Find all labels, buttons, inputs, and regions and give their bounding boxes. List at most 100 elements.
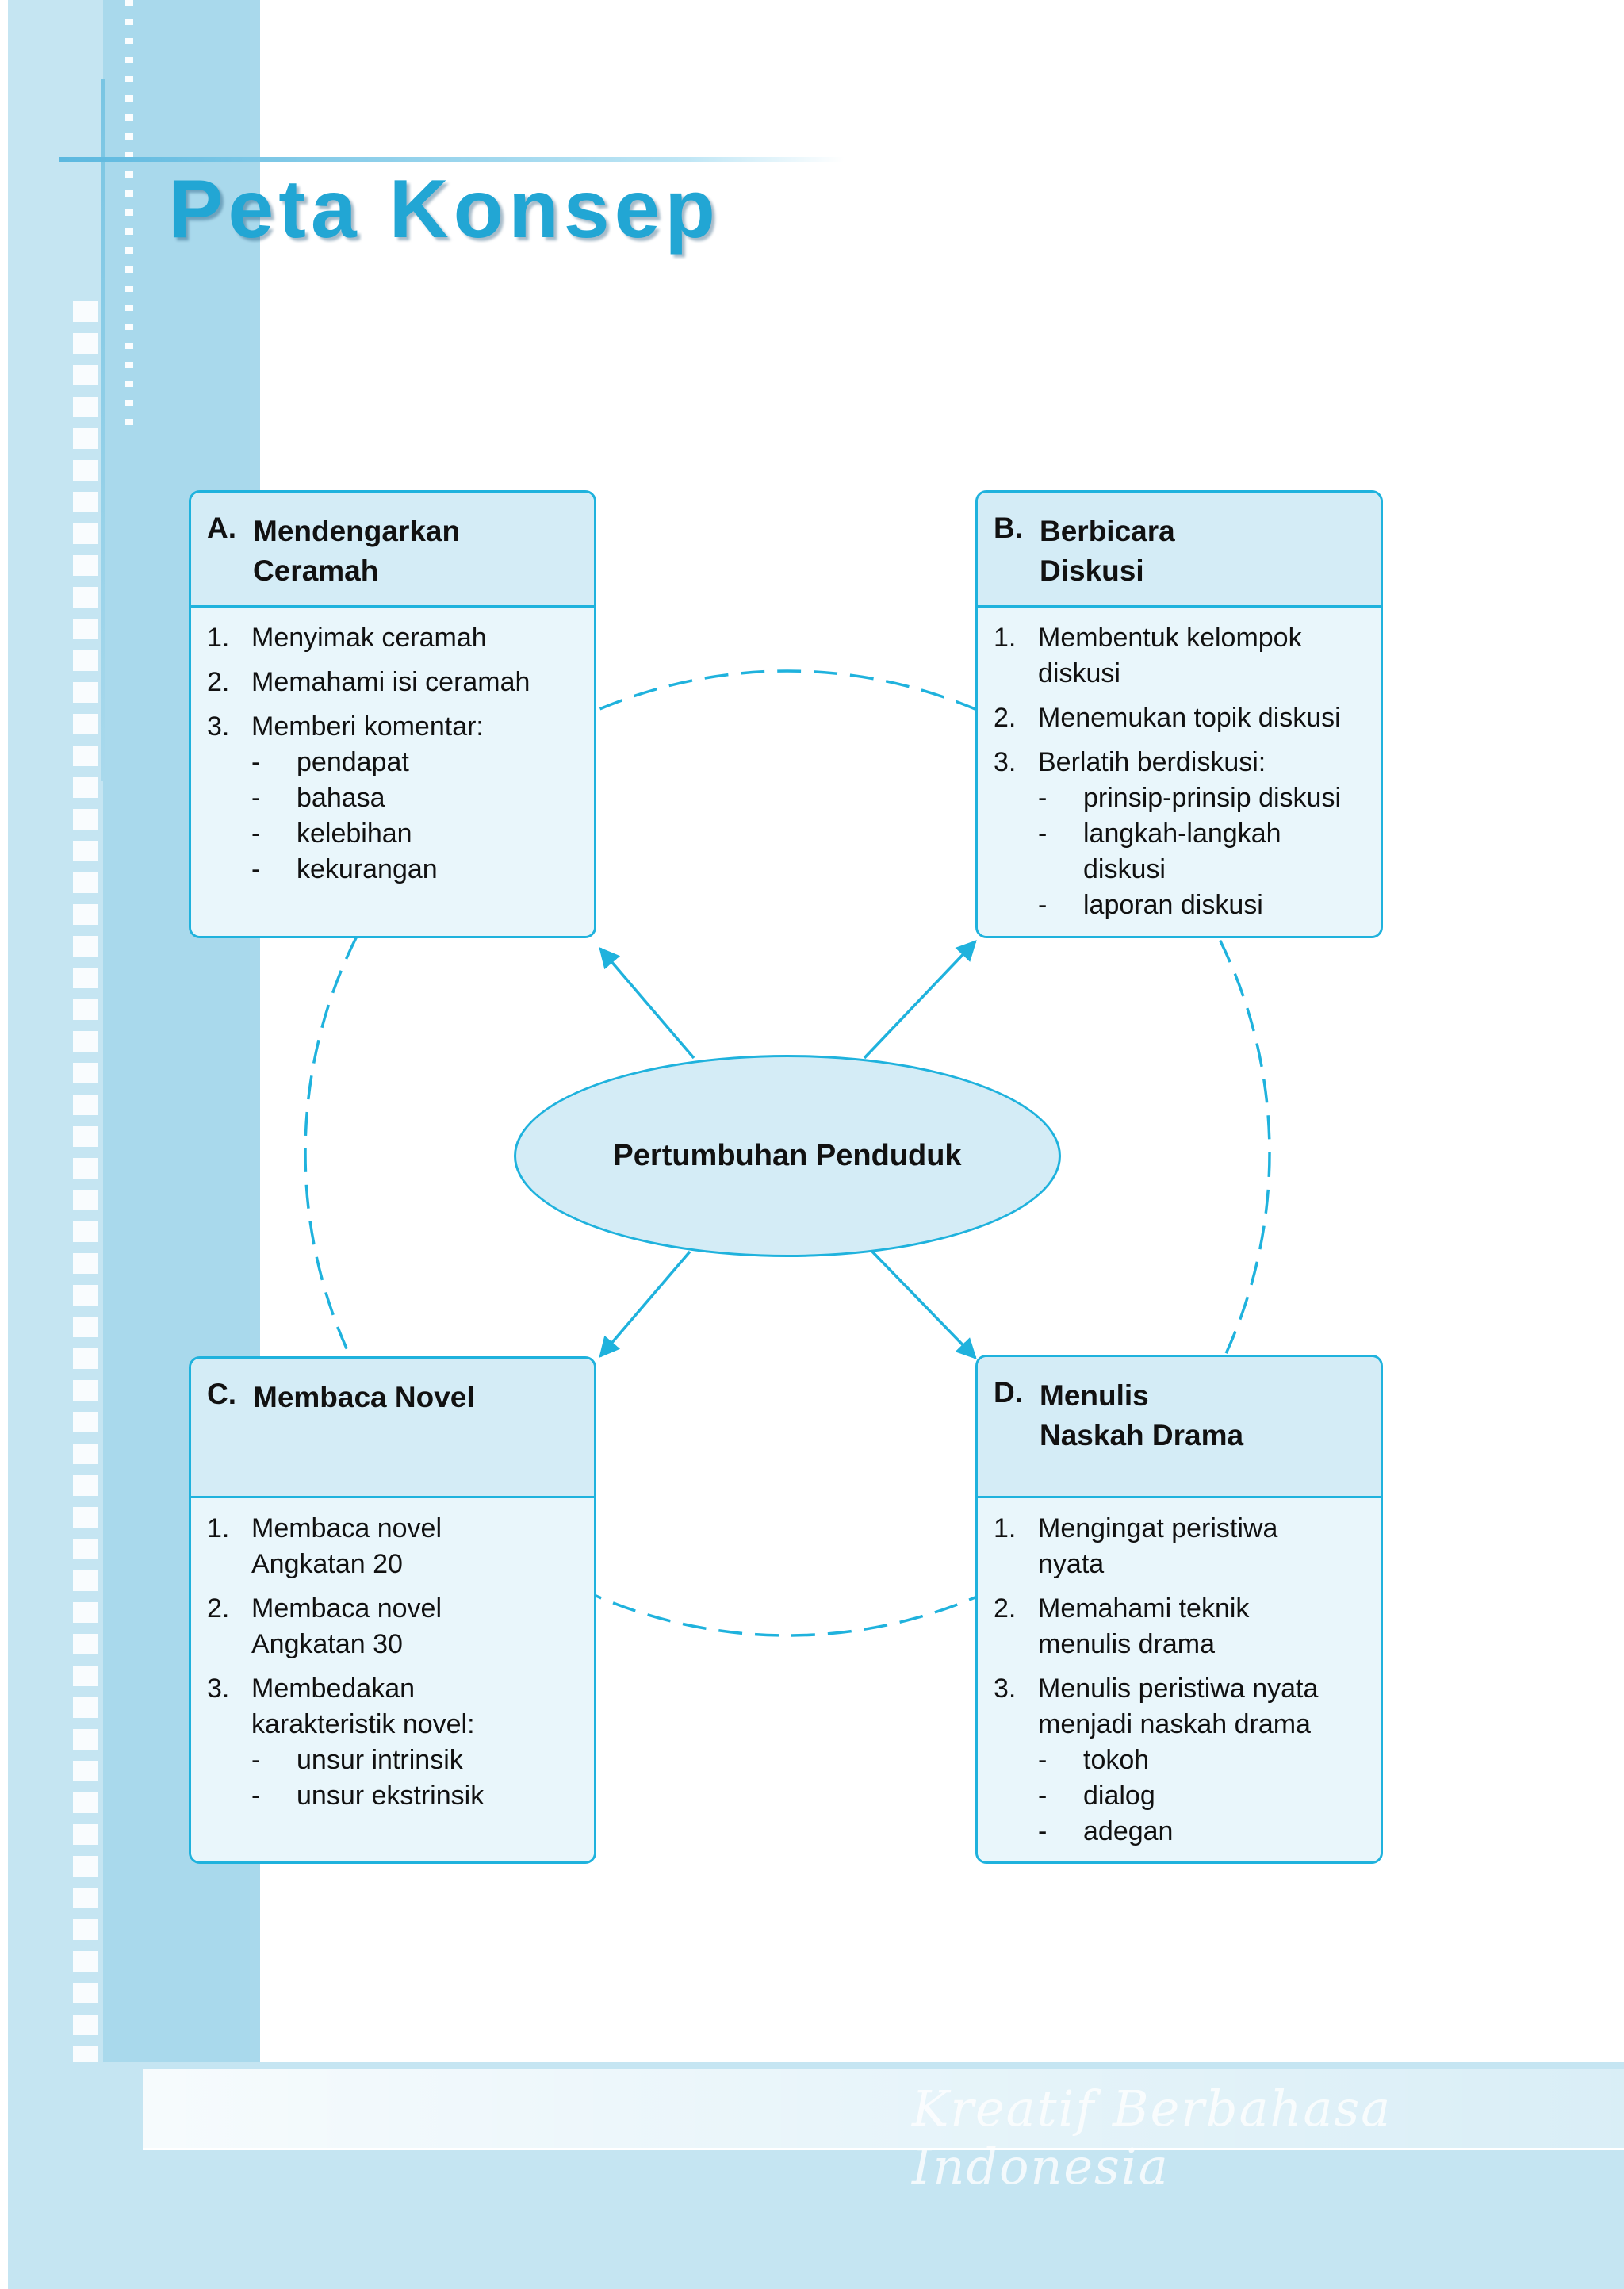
item-number: 2. xyxy=(207,667,230,697)
box-letter: B. xyxy=(994,512,1023,544)
sub-item-dash: - xyxy=(251,1745,261,1775)
sub-item-dash: - xyxy=(251,747,261,777)
item-number: 3. xyxy=(994,1674,1017,1704)
sub-item-text-line: diskusi xyxy=(1083,854,1166,884)
sub-item: - kekurangan xyxy=(251,852,588,888)
box-title-line: Diskusi xyxy=(1040,554,1144,587)
box-title-line: Ceramah xyxy=(253,554,379,587)
sub-item-text-line: adegan xyxy=(1083,1816,1174,1846)
sub-item-text-line: prinsip-prinsip diskusi xyxy=(1083,783,1342,813)
item-text-line: menjadi naskah drama xyxy=(1038,1709,1311,1739)
list-item: 2.Menemukan topik diskusi xyxy=(994,700,1374,736)
sub-item: - pendapat xyxy=(251,745,588,780)
box-title-line: Naskah Drama xyxy=(1040,1419,1244,1451)
sub-item-text-line: unsur ekstrinsik xyxy=(297,1781,485,1811)
sub-item-dash: - xyxy=(1038,1816,1048,1846)
item-number: 1. xyxy=(994,623,1017,653)
sub-item-text-line: unsur intrinsik xyxy=(297,1745,463,1775)
footer-watermark: Kreatif Berbahasa Indonesia xyxy=(912,2080,1392,2195)
sub-list: - unsur intrinsik - unsur ekstrinsik xyxy=(251,1743,588,1814)
sub-list: - prinsip-prinsip diskusi- langkah-langkah… xyxy=(1038,780,1374,923)
box-title-line: Berbicara xyxy=(1040,515,1175,547)
item-text-line: Menyimak ceramah xyxy=(251,623,487,653)
sub-list: -tokoh-dialog-adegan xyxy=(1038,1743,1374,1850)
sub-item: -bahasa xyxy=(251,780,588,816)
list-item: 1. Menyimak ceramah xyxy=(207,620,588,656)
item-text-line: diskusi xyxy=(1038,658,1120,688)
page-title: Peta Konsep xyxy=(168,163,720,255)
item-text-line: Angkatan 20 xyxy=(251,1549,403,1579)
sub-item-text-line: pendapat xyxy=(297,747,409,777)
sub-item: - unsur ekstrinsik xyxy=(251,1778,588,1814)
dashed-cycle-ring xyxy=(304,669,1271,1637)
center-topic-label: Pertumbuhan Penduduk xyxy=(613,1139,962,1172)
item-number: 1. xyxy=(207,623,230,653)
item-text-line: Berlatih berdiskusi: xyxy=(1038,747,1266,777)
box-title-line: Membaca Novel xyxy=(253,1381,475,1413)
sub-item-dash: - xyxy=(251,819,261,849)
box-body: 1. Menyimak ceramah 2. Memahami isi ceramah… xyxy=(191,608,594,936)
sub-item: -laporan diskusi xyxy=(1038,888,1374,923)
center-topic-ellipse: Pertumbuhan Penduduk xyxy=(514,1055,1061,1257)
item-list: 1. Mengingat peristiwa nyata 2.Memahami tek… xyxy=(994,1511,1374,1850)
item-text-line: Mengingat peristiwa xyxy=(1038,1513,1278,1543)
item-text-line: Menulis peristiwa nyata xyxy=(1038,1674,1319,1704)
sub-item-dash: - xyxy=(1038,819,1048,849)
item-text-line: karakteristik novel: xyxy=(251,1709,475,1739)
arrow-to-box-c xyxy=(599,1250,691,1358)
list-item: 3. Menulis peristiwa nyata menjadi naskah … xyxy=(994,1671,1374,1850)
item-text-line: Memahami isi ceramah xyxy=(251,667,530,697)
item-text-line: Membaca novel xyxy=(251,1593,442,1624)
sub-list: -pendapat-bahasa-kelebihan-kekurangan xyxy=(251,745,588,888)
title-horizontal-rule xyxy=(59,157,845,162)
list-item: 3. Berlatih berdiskusi: - prinsip-prinsip d… xyxy=(994,745,1374,923)
item-text-line: Memberi komentar: xyxy=(251,711,484,742)
sub-item: - adegan xyxy=(1038,1814,1374,1850)
box-title-line: Menulis xyxy=(1040,1379,1149,1412)
sub-item-text-line: dialog xyxy=(1083,1781,1155,1811)
item-text-line: Angkatan 30 xyxy=(251,1629,403,1659)
list-item: 2. Memahami isi ceramah xyxy=(207,665,588,700)
item-text-line: Membedakan xyxy=(251,1674,416,1704)
item-number: 2. xyxy=(207,1593,230,1624)
sub-item: - unsur intrinsik xyxy=(251,1743,588,1778)
sub-item-text-line: kekurangan xyxy=(297,854,438,884)
arrow-to-box-d xyxy=(871,1250,977,1359)
sub-item-dash: - xyxy=(251,1781,261,1811)
list-item: 1. Mengingat peristiwa nyata xyxy=(994,1511,1374,1582)
sub-item: - langkah-langkah diskusi xyxy=(1038,816,1374,888)
item-number: 3. xyxy=(994,747,1017,777)
box-letter: C. xyxy=(207,1378,236,1410)
arrow-to-box-b xyxy=(863,940,977,1060)
item-number: 1. xyxy=(994,1513,1017,1543)
item-number: 2. xyxy=(994,1593,1017,1624)
dotted-column xyxy=(125,0,133,428)
item-list: 1. Menyimak ceramah 2. Memahami isi ceramah… xyxy=(207,620,588,888)
sub-item-dash: - xyxy=(251,854,261,884)
item-text-line: Membaca novel xyxy=(251,1513,442,1543)
left-stripe-column xyxy=(73,301,98,2070)
item-text-line: nyata xyxy=(1038,1549,1105,1579)
item-text-line: menulis drama xyxy=(1038,1629,1215,1659)
item-number: 1. xyxy=(207,1513,230,1543)
title-vertical-rule xyxy=(102,79,105,781)
box-body: 1. Mengingat peristiwa nyata 2.Memahami tek… xyxy=(978,1498,1381,1861)
box-letter: D. xyxy=(994,1376,1023,1409)
sub-item-text-line: langkah-langkah xyxy=(1083,819,1281,849)
